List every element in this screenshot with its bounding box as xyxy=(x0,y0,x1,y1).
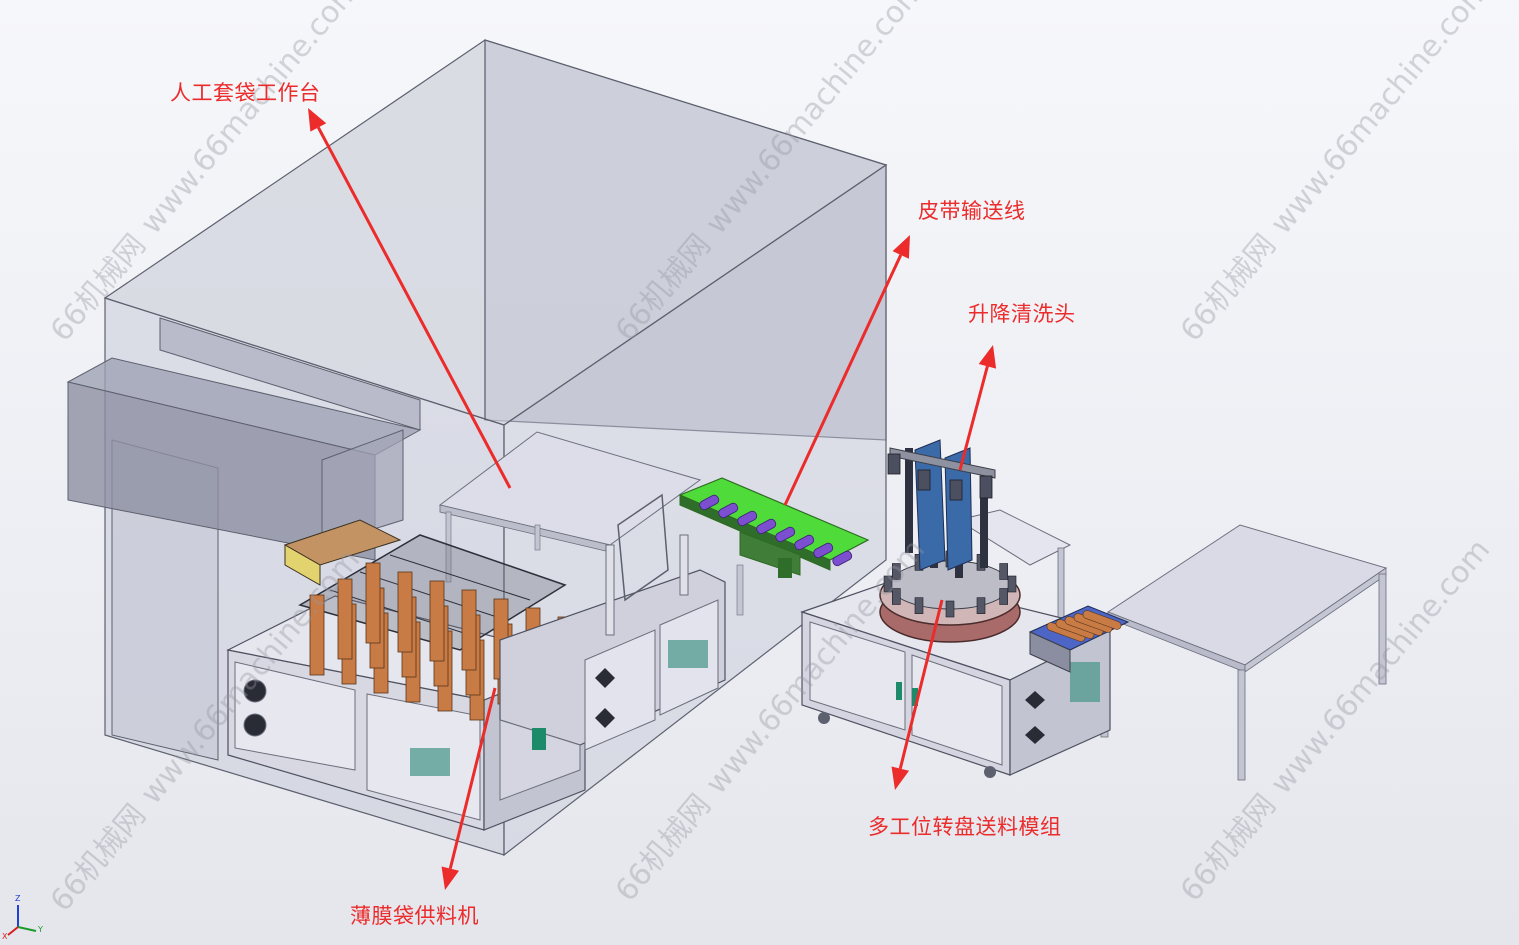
callout-arrow-line xyxy=(898,599,944,770)
film-roll xyxy=(461,589,477,671)
rotary-station xyxy=(892,588,901,605)
rotary-station xyxy=(892,563,901,580)
rotary-station xyxy=(914,597,924,614)
axis-label-y: Y xyxy=(38,925,43,934)
conveyor-roller xyxy=(756,518,777,535)
label-belt-conveyor: 皮带输送线 xyxy=(918,199,1026,223)
callout-arrow-line xyxy=(783,254,903,506)
label-film-bag-feeder: 薄膜袋供料机 xyxy=(350,904,479,928)
rotary-station xyxy=(883,575,893,593)
axis-label-z: Z xyxy=(15,894,21,903)
conveyor-roller xyxy=(737,510,758,527)
film-roll xyxy=(309,594,325,676)
rotary-station xyxy=(999,588,1008,605)
callout-arrow-line xyxy=(317,126,512,489)
callout-arrow-line xyxy=(448,687,497,870)
film-roll xyxy=(429,580,445,662)
output-roll-group xyxy=(1046,610,1122,642)
middle-cabinet xyxy=(499,493,726,801)
rotary-station xyxy=(1007,575,1017,593)
conveyor-roller xyxy=(813,542,834,559)
rotary-station xyxy=(999,563,1008,580)
side-table xyxy=(1100,524,1388,781)
rotary-station xyxy=(945,600,955,618)
label-rotary-table-module: 多工位转盘送料模组 xyxy=(868,815,1062,839)
work-table xyxy=(438,431,702,583)
callout-arrow-head xyxy=(978,345,997,369)
film-roll xyxy=(337,578,353,660)
callout-arrow-head xyxy=(308,108,327,132)
film-roll xyxy=(397,571,413,653)
axis-label-x: X xyxy=(2,932,8,941)
conveyor-roller-group xyxy=(699,494,853,567)
conveyor-roller xyxy=(718,502,739,519)
film-roll xyxy=(365,562,381,644)
callout-arrow-head xyxy=(441,866,460,890)
label-manual-bagging-station: 人工套袋工作台 xyxy=(170,81,321,105)
callout-arrow-line xyxy=(958,365,989,471)
rotary-station xyxy=(976,597,986,614)
conveyor-roller xyxy=(775,526,796,543)
conveyor-roller xyxy=(832,550,853,567)
callout-arrow-head xyxy=(892,235,910,259)
callout-arrow-group xyxy=(308,108,997,890)
conveyor-roller xyxy=(699,494,720,511)
conveyor-roller xyxy=(794,534,815,551)
callout-arrow-head xyxy=(891,766,910,790)
lifting-cleaning-head xyxy=(887,439,996,578)
axis-triad xyxy=(7,905,37,936)
output-roll xyxy=(1082,610,1122,630)
label-lifting-cleaning-head: 升降清洗头 xyxy=(968,302,1076,326)
